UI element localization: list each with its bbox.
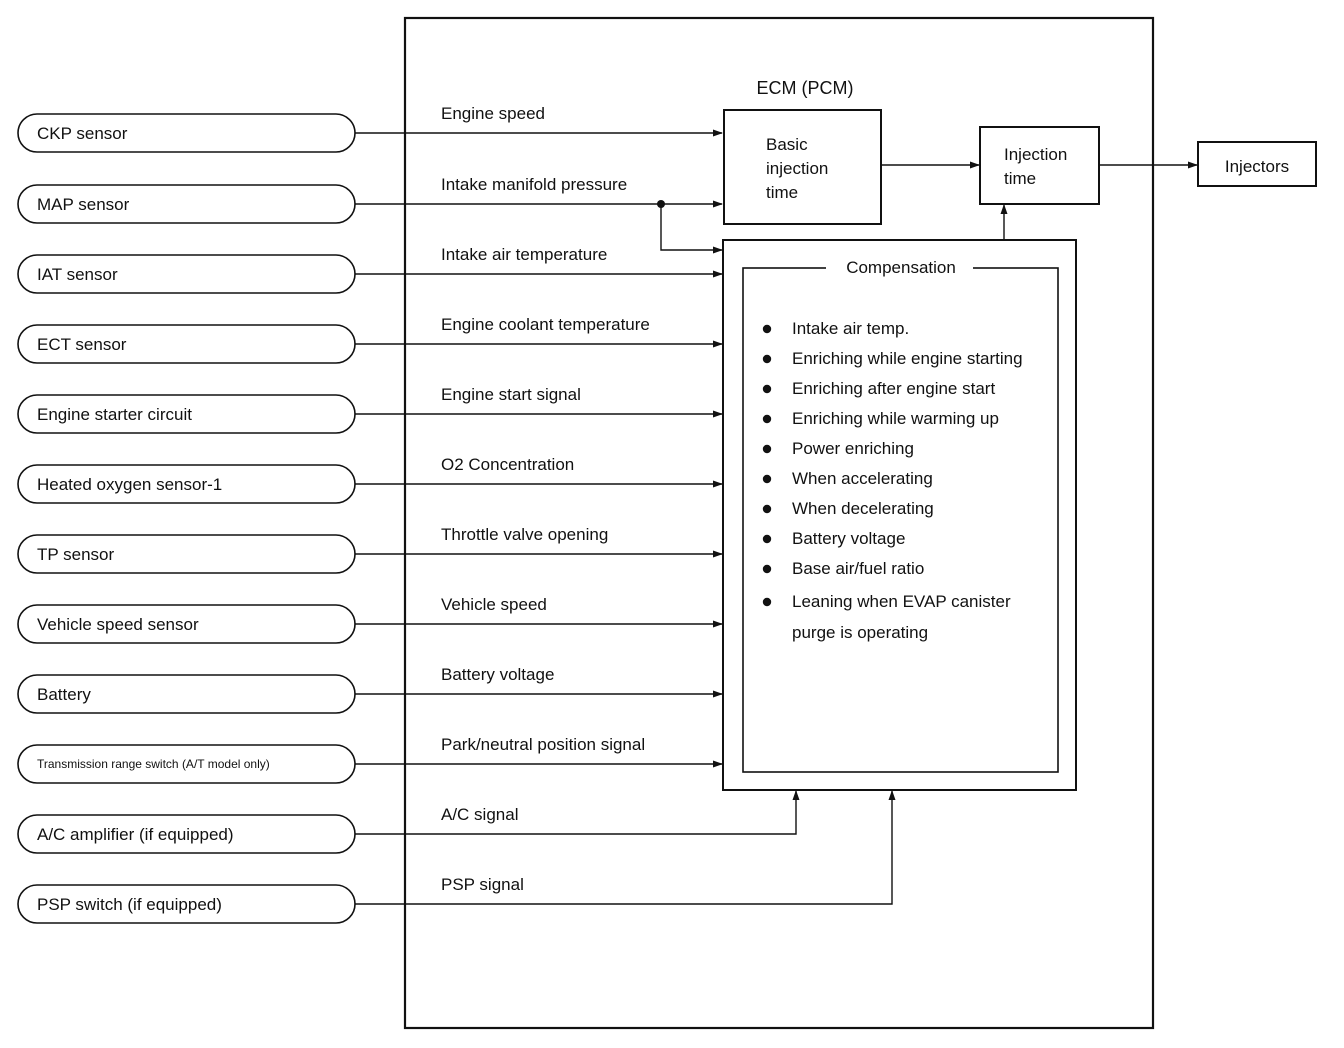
compensation-bullet xyxy=(762,384,772,394)
compensation-bullet xyxy=(762,534,772,544)
compensation-bullet xyxy=(762,354,772,364)
signal-wire-a-c-signal xyxy=(355,790,800,835)
sensor-label-tp-sensor: TP sensor xyxy=(37,545,115,564)
signal-label-throttle-valve-opening: Throttle valve opening xyxy=(441,525,608,544)
compensation-item-8: Battery voltage xyxy=(792,529,905,548)
sensor-label-battery: Battery xyxy=(37,685,91,704)
compensation-item-3: Enriching after engine start xyxy=(792,379,995,398)
ecm-label: ECM (PCM) xyxy=(757,78,854,98)
map-branch-wire xyxy=(660,204,723,254)
signal-wire-psp-signal xyxy=(355,790,896,905)
compensation-item-1: Intake air temp. xyxy=(792,319,909,338)
signal-label-o2-concentration: O2 Concentration xyxy=(441,455,574,474)
signal-label-park-neutral-position-signal: Park/neutral position signal xyxy=(441,735,645,754)
signal-label-intake-air-temperature: Intake air temperature xyxy=(441,245,607,264)
sensor-label-a-c-amplifier-if-equipped: A/C amplifier (if equipped) xyxy=(37,825,234,844)
sensor-label-transmission-range-switch-a-t-model-only: Transmission range switch (A/T model onl… xyxy=(37,757,270,771)
compensation-bullet xyxy=(762,474,772,484)
signal-label-engine-speed: Engine speed xyxy=(441,104,545,123)
ecm-frame xyxy=(403,16,1155,1030)
basic-injection-time-box xyxy=(723,109,882,225)
compensation-item-2: Enriching while engine starting xyxy=(792,349,1023,368)
signal-label-intake-manifold-pressure: Intake manifold pressure xyxy=(441,175,627,194)
compensation-list: Intake air temp. Enriching while engine s… xyxy=(762,319,1023,642)
sensor-label-ckp-sensor: CKP sensor xyxy=(37,124,128,143)
injectors-box xyxy=(1197,141,1317,187)
sensor-label-vehicle-speed-sensor: Vehicle speed sensor xyxy=(37,615,199,634)
compensation-bullet xyxy=(762,597,772,607)
compensation-item-5: Power enriching xyxy=(792,439,914,458)
compensation-item-10-cont: purge is operating xyxy=(792,623,928,642)
compensation-bullet xyxy=(762,444,772,454)
injection-time-line-1: Injection xyxy=(1004,145,1067,164)
compensation-item-7: When decelerating xyxy=(792,499,934,518)
compensation-item-6: When accelerating xyxy=(792,469,933,488)
compensation-item-10: Leaning when EVAP canister xyxy=(792,592,1011,611)
sensor-label-ect-sensor: ECT sensor xyxy=(37,335,127,354)
compensation-bullet xyxy=(762,324,772,334)
injection-time-box xyxy=(979,126,1100,205)
injection-time-line-2: time xyxy=(1004,169,1036,188)
basic-injection-line-3: time xyxy=(766,183,798,202)
injectors-label: Injectors xyxy=(1225,157,1289,176)
signal-label-vehicle-speed: Vehicle speed xyxy=(441,595,547,614)
sensor-label-engine-starter-circuit: Engine starter circuit xyxy=(37,405,192,424)
compensation-bullet xyxy=(762,414,772,424)
sensor-label-heated-oxygen-sensor-1: Heated oxygen sensor-1 xyxy=(37,475,222,494)
signal-label-a-c-signal: A/C signal xyxy=(441,805,518,824)
basic-injection-line-1: Basic xyxy=(766,135,808,154)
basic-injection-line-2: injection xyxy=(766,159,828,178)
sensor-label-map-sensor: MAP sensor xyxy=(37,195,130,214)
compensation-item-4: Enriching while warming up xyxy=(792,409,999,428)
signal-label-psp-signal: PSP signal xyxy=(441,875,524,894)
sensor-label-iat-sensor: IAT sensor xyxy=(37,265,118,284)
signal-label-battery-voltage: Battery voltage xyxy=(441,665,554,684)
compensation-title: Compensation xyxy=(846,258,956,277)
compensation-bullet xyxy=(762,504,772,514)
compensation-bullet xyxy=(762,564,772,574)
compensation-inner-box xyxy=(742,267,1059,773)
signal-label-engine-coolant-temperature: Engine coolant temperature xyxy=(441,315,650,334)
sensor-label-psp-switch-if-equipped: PSP switch (if equipped) xyxy=(37,895,222,914)
compensation-item-9: Base air/fuel ratio xyxy=(792,559,924,578)
map-junction-dot xyxy=(657,200,665,208)
signal-label-engine-start-signal: Engine start signal xyxy=(441,385,581,404)
compensation-title-gap xyxy=(826,258,973,278)
